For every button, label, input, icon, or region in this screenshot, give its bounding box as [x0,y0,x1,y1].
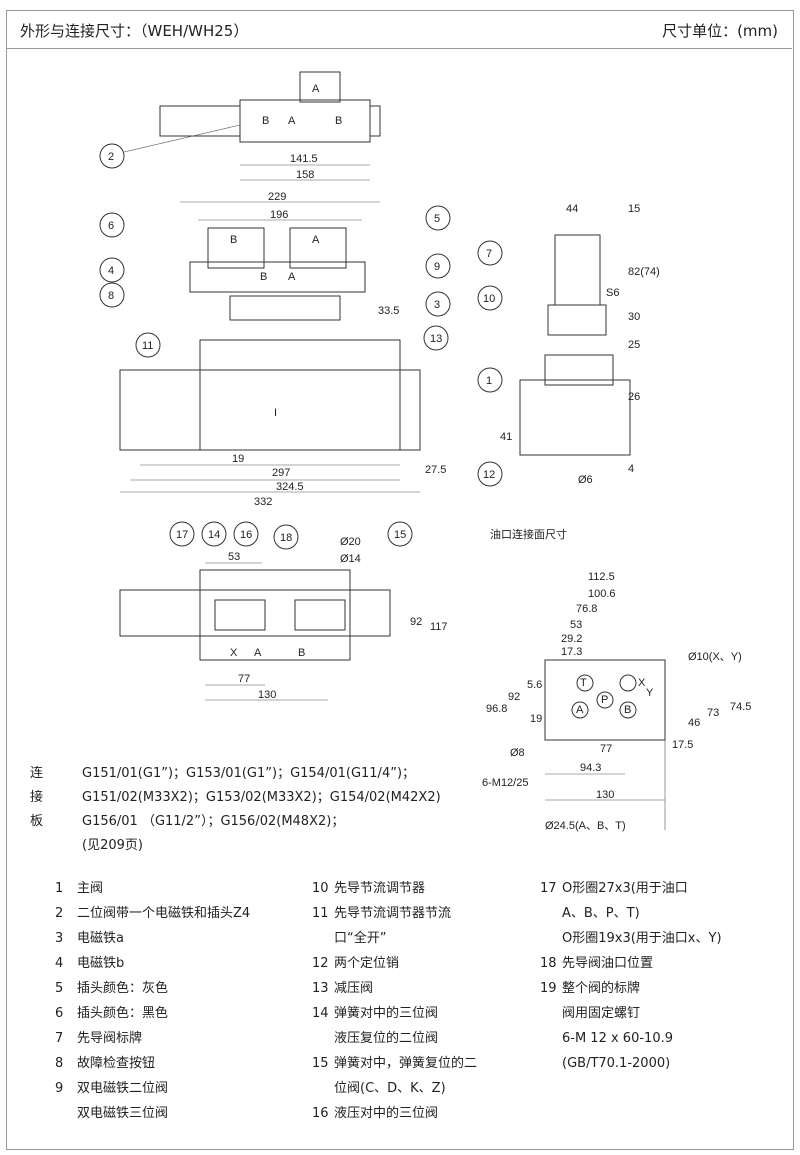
unit-label: 尺寸单位：(mm) [662,22,778,40]
legend-text: 液压对中的三位阀 [334,1106,439,1121]
legend-number: 19 [540,981,557,996]
legend-text: 先导节流调节器 [334,881,426,896]
legend-item: 8 故障检查按钮 [55,1051,250,1076]
legend-item: 17 O形圈27x3(用于油口 [540,876,722,901]
legend-number: 11 [312,906,329,921]
legend-item: 16 液压对中的三位阀 [312,1101,477,1126]
legend-item: 10 先导节流调节器 [312,876,477,901]
legend-item: 5 插头颜色：灰色 [55,976,250,1001]
legend-text: 先导节流调节器节流 [334,906,452,921]
legend-item: (GB/T70.1-2000) [540,1051,722,1076]
legend-text: A、B、P、T) [562,906,640,921]
legend-text: 插头颜色：黑色 [77,1006,169,1021]
frame [6,10,794,1150]
legend-item: O形圈19x3(用于油口x、Y) [540,926,722,951]
legend-item: 阀用固定螺钉 [540,1001,722,1026]
legend-text: 先导阀标牌 [77,1031,143,1046]
legend-number: 7 [55,1031,64,1046]
legend-item: 1 主阀 [55,876,250,901]
legend-number: 18 [540,956,557,971]
legend-text: 先导阀油口位置 [562,956,654,971]
legend-text: 6-M 12 x 60-10.9 [562,1031,673,1046]
legend-number: 5 [55,981,64,996]
legend-item: 位阀(C、D、K、Z) [312,1076,477,1101]
legend-number: 13 [312,981,329,996]
legend-column-2: 10 先导节流调节器 11 先导节流调节器节流口“全开” 12 两个定位销 13 减压阀 14 弹… [312,876,477,1126]
legend-text: 液压复位的二位阀 [334,1031,439,1046]
legend-item: 18 先导阀油口位置 [540,951,722,976]
legend-item: 13 减压阀 [312,976,477,1001]
legend-item: 3 电磁铁a [55,926,250,951]
legend-number: 12 [312,956,329,971]
legend-text: O形圈27x3(用于油口 [562,881,688,896]
header: 外形与连接尺寸：（WEH/WH25） 尺寸单位：(mm) [6,10,792,49]
legend-item: 6 插头颜色：黑色 [55,1001,250,1026]
legend-item: 4 电磁铁b [55,951,250,976]
subplate-row: G156/01 （G11/2”）；G156/02(M48X2)； [82,814,345,829]
subplate-row: G151/02(M33X2)；G153/02(M33X2)；G154/02(M4… [82,790,441,805]
legend-text: 电磁铁a [77,931,124,946]
legend-text: 弹簧对中，弹簧复位的二 [334,1056,478,1071]
legend-number: 17 [540,881,557,896]
legend-number: 10 [312,881,329,896]
subplate-row: G151/01(G1”)；G153/01(G1”)；G154/01(G11/4”… [82,766,416,781]
legend-text: 电磁铁b [77,956,125,971]
legend-text: 故障检查按钮 [77,1056,156,1071]
legend-text: 二位阀带一个电磁铁和插头Z4 [77,906,251,921]
legend-text: 插头颜色：灰色 [77,981,169,996]
legend-number: 16 [312,1106,329,1121]
legend-column-1: 1 主阀 2 二位阀带一个电磁铁和插头Z4 3 电磁铁a 4 电磁铁b 5 插头颜色：灰色 6 插头颜… [55,876,250,1126]
legend-text: 位阀(C、D、K、Z) [334,1081,446,1096]
legend-column-3: 17 O形圈27x3(用于油口 A、B、P、T) O形圈19x3(用于油口x、Y) 18… [540,876,722,1076]
legend-item: 7 先导阀标牌 [55,1026,250,1051]
subplate-row: (见209页) [82,838,143,853]
legend-number: 4 [55,956,64,971]
legend-item: 15 弹簧对中，弹簧复位的二 [312,1051,477,1076]
legend-text: 整个阀的标牌 [562,981,641,996]
legend-item: 2 二位阀带一个电磁铁和插头Z4 [55,901,250,926]
legend-item: 6-M 12 x 60-10.9 [540,1026,722,1051]
legend-text: O形圈19x3(用于油口x、Y) [562,931,722,946]
legend-item: 11 先导节流调节器节流 [312,901,477,926]
legend-number: 15 [312,1056,329,1071]
legend-text: 口“全开” [334,931,387,946]
legend-item: 液压复位的二位阀 [312,1026,477,1051]
legend-text: 两个定位销 [334,956,400,971]
legend-number: 8 [55,1056,64,1071]
legend-text: (GB/T70.1-2000) [562,1056,671,1071]
legend-number: 14 [312,1006,329,1021]
subplate-label: 连接板 [30,766,44,829]
legend-number: 1 [55,881,64,896]
legend-number: 2 [55,906,64,921]
legend-number: 6 [55,1006,64,1021]
legend-text: 阀用固定螺钉 [562,1006,641,1021]
legend-item: 14 弹簧对中的三位阀 [312,1001,477,1026]
legend-item: A、B、P、T) [540,901,722,926]
legend-text: 弹簧对中的三位阀 [334,1006,439,1021]
legend-text: 双电磁铁三位阀 [77,1106,169,1121]
legend-text: 双电磁铁二位阀 [77,1081,169,1096]
legend-item: 双电磁铁三位阀 [55,1101,250,1126]
legend-item: 19 整个阀的标牌 [540,976,722,1001]
legend-number: 9 [55,1081,64,1096]
legend-text: 主阀 [77,881,104,896]
legend-text: 减压阀 [334,981,374,996]
header-title: 外形与连接尺寸：（WEH/WH25） [20,22,249,40]
legend-item: 9 双电磁铁二位阀 [55,1076,250,1101]
legend-item: 口“全开” [312,926,477,951]
legend-number: 3 [55,931,64,946]
legend-item: 12 两个定位销 [312,951,477,976]
